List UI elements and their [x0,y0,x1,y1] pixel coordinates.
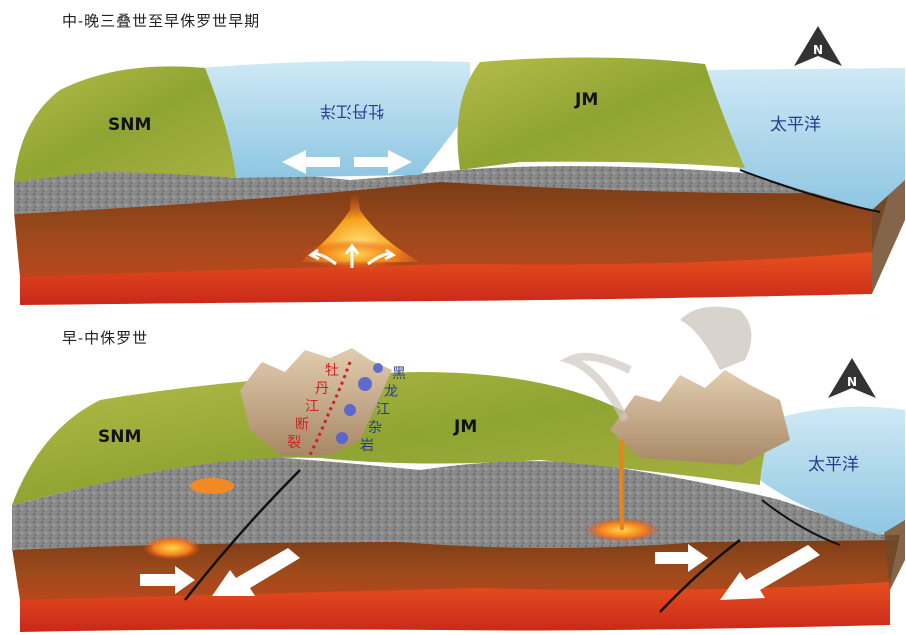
top-land-jm [458,57,746,170]
top-block [14,57,905,305]
bottom-north-symbol: N [847,375,857,389]
fault-char-3: 断 [295,417,309,433]
bottom-north-arrow: N [828,358,876,398]
top-label-pacific: 太平洋 [770,115,821,135]
bottom-label-snm: SNM [98,427,141,447]
top-label-snm: SNM [108,115,151,135]
complex-char-0: 黑 [392,366,406,382]
bottom-eastern-mountains [610,370,790,465]
complex-char-1: 龙 [384,384,398,400]
bottom-block [12,307,905,632]
fault-char-1: 丹 [315,381,329,397]
top-label-mudanjiang-ocean: 牡丹江洋 [320,102,384,121]
bottom-label-jm: JM [453,417,477,437]
top-label-jm: JM [574,90,598,110]
complex-char-3: 杂 [368,420,382,436]
complex-char-2: 江 [376,402,390,418]
fault-char-4: 裂 [287,435,301,451]
top-north-symbol: N [813,43,823,57]
top-north-arrow: N [794,26,842,66]
fault-char-0: 牡 [325,363,339,379]
fault-char-2: 江 [305,399,319,415]
bottom-label-pacific: 太平洋 [808,455,859,475]
complex-char-4: 岩 [360,438,374,454]
